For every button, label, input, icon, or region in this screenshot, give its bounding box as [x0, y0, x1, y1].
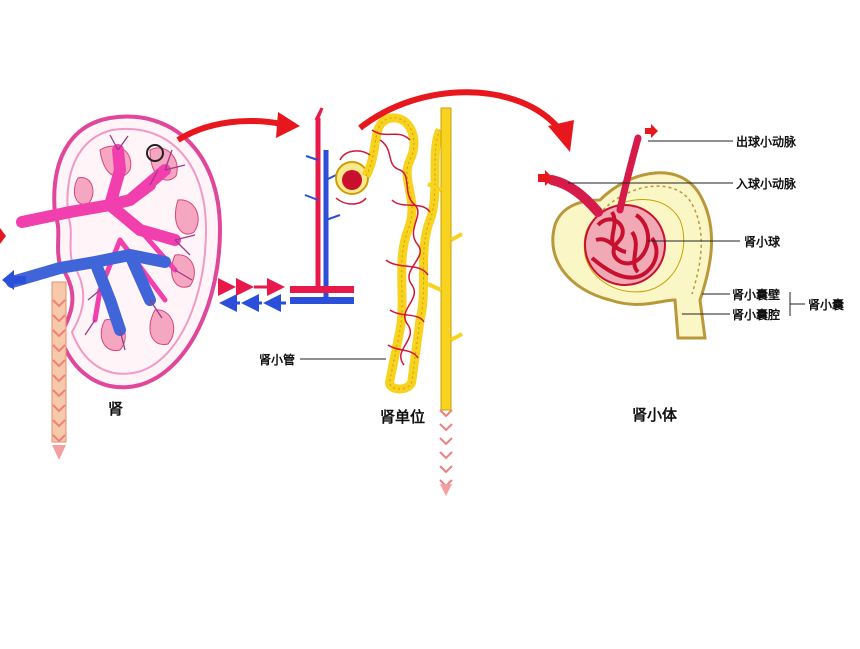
label-capsule-cavity: 肾小囊腔: [732, 308, 781, 322]
nephron-tubule: [361, 113, 445, 394]
peritubular-capillaries: [335, 129, 431, 366]
caption-nephron: 肾单位: [380, 408, 426, 426]
caption-renal-corpuscle: 肾小体: [632, 406, 678, 424]
label-efferent-arteriole: 出球小动脉: [736, 135, 797, 149]
label-glomerulus: 肾小球: [744, 235, 781, 249]
collecting-duct: [440, 107, 452, 411]
afferent-arteriole: [547, 175, 603, 217]
label-capsule-wall: 肾小囊壁: [732, 288, 781, 302]
glomerulus-ball: [584, 204, 666, 286]
label-renal-tubule: 肾小管: [259, 353, 296, 367]
glomerulus-capillaries: [590, 210, 659, 280]
afferent-flow-arrow: [538, 170, 553, 186]
artery-inflow-arrow: [0, 228, 6, 244]
caption-kidney: 肾: [108, 400, 124, 418]
efferent-arteriole: [616, 134, 642, 214]
nephron-marker-circle: [146, 144, 164, 162]
kidney-figure: [0, 114, 223, 460]
efferent-flow-arrow: [645, 124, 658, 138]
urine-down-arrows: [52, 299, 66, 443]
arrow-nephron-to-corpuscle: [358, 89, 563, 132]
renal-vein: [6, 248, 171, 336]
label-renal-capsule: 肾小囊: [808, 298, 845, 312]
arrow-kidney-to-nephron: [176, 118, 283, 143]
label-afferent-arteriole: 入球小动脉: [736, 177, 797, 191]
nephron-figure: [218, 107, 463, 496]
renal-corpuscle-figure: [538, 124, 805, 340]
nephron-urine-arrows: [439, 409, 453, 488]
vein-outflow-arrow: [2, 270, 26, 290]
